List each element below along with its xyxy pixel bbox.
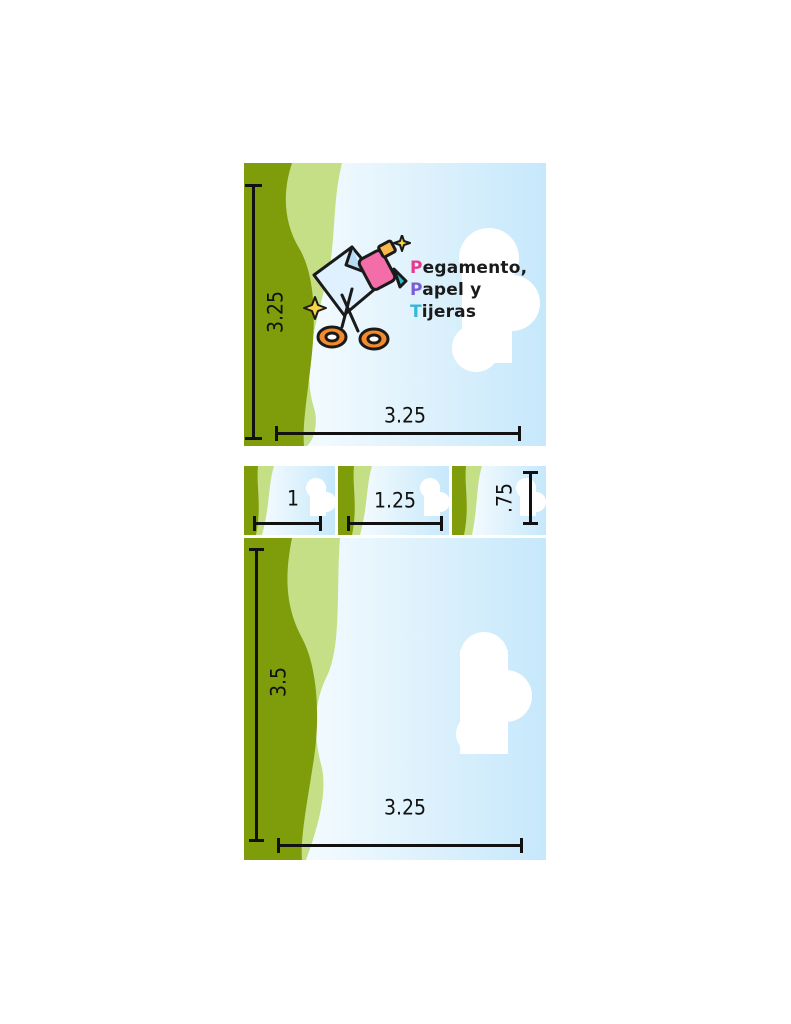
grass-background: [244, 163, 540, 446]
small2-width-label: 1.25: [373, 488, 417, 513]
small2-cap-right: [440, 516, 443, 531]
cloud-shape: [456, 632, 532, 754]
top-width-label: 3.25: [383, 403, 427, 428]
small1-width-label: 1: [286, 486, 300, 511]
small-panel-3: [452, 466, 546, 535]
top-height-cap-bottom: [245, 437, 262, 440]
small1-cap-right: [319, 516, 322, 531]
top-width-cap-left: [275, 426, 278, 441]
bottom-height-label: 3.5: [266, 666, 291, 698]
small1-width-line: [254, 522, 321, 525]
cloud-shape: [306, 478, 335, 516]
top-width-line: [276, 432, 520, 435]
cloud-shape: [420, 478, 449, 516]
bottom-height-cap-bottom: [249, 839, 264, 842]
top-width-cap-right: [518, 426, 521, 441]
small3-height-label: .75: [492, 482, 517, 514]
glue-paper-scissors-icon: [303, 235, 411, 351]
small3-height-line: [529, 472, 532, 524]
bottom-width-cap-right: [520, 838, 523, 853]
top-height-label: 3.25: [263, 290, 288, 334]
logo-line-1: Pegamento,: [410, 258, 528, 278]
bottom-label-panel: [244, 538, 546, 860]
grass-background: [338, 466, 449, 535]
small1-cap-left: [253, 516, 256, 531]
bottom-width-cap-left: [277, 838, 280, 853]
small2-cap-left: [347, 516, 350, 531]
bottom-height-cap-top: [249, 548, 264, 551]
small3-cap-top: [523, 471, 538, 474]
small2-width-line: [348, 522, 442, 525]
bottom-height-line: [255, 549, 258, 841]
top-label-panel: [244, 163, 546, 446]
bottom-width-line: [278, 844, 522, 847]
grass-background: [452, 466, 546, 535]
cloud-shape: [452, 228, 540, 372]
grass-background: [244, 466, 335, 535]
small3-cap-bottom: [523, 522, 538, 525]
logo-title: Pegamento, Papel y Tijeras: [410, 257, 527, 323]
grass-background: [244, 538, 532, 860]
top-height-line: [252, 185, 255, 439]
top-height-cap-top: [245, 184, 262, 187]
logo-line-3: Tijeras: [410, 302, 477, 322]
bottom-width-label: 3.25: [383, 795, 427, 820]
logo-line-2: Papel y: [410, 280, 482, 300]
